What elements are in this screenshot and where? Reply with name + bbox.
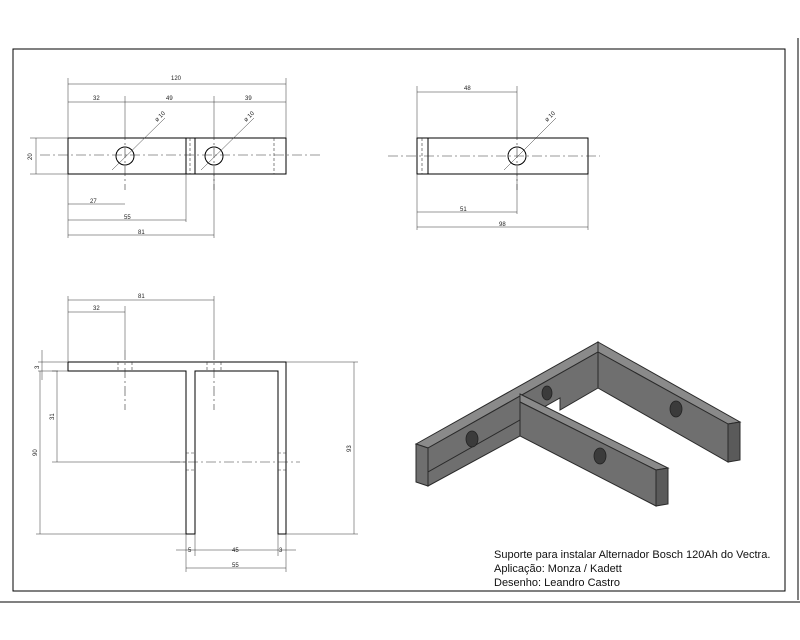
dim-side-hole-dia: ø 10 xyxy=(544,110,557,123)
dim-front-90: 90 xyxy=(33,449,39,456)
dim-front-32: 32 xyxy=(93,306,100,312)
dim-front-55: 55 xyxy=(232,563,239,569)
dim-front-93: 93 xyxy=(347,445,353,452)
dim-front-81: 81 xyxy=(138,294,145,300)
dim-49: 49 xyxy=(166,96,173,102)
isometric-view xyxy=(414,341,742,507)
dim-27: 27 xyxy=(90,199,97,205)
front-view: 81 32 3 31 90 93 5 45 3 55 xyxy=(33,294,358,572)
hole-right xyxy=(204,146,224,166)
iso-hole-1 xyxy=(465,430,479,448)
dim-side-48: 48 xyxy=(464,86,471,92)
dim-overall-120: 120 xyxy=(171,76,182,82)
dim-side-51: 51 xyxy=(460,207,467,213)
hole-left xyxy=(115,146,135,166)
dim-81: 81 xyxy=(138,230,145,236)
iso-hole-3 xyxy=(593,447,607,465)
drawing-frame xyxy=(12,48,786,592)
dim-front-45: 45 xyxy=(232,548,239,554)
dim-55: 55 xyxy=(124,215,131,221)
dim-front-5: 5 xyxy=(188,548,192,554)
dim-height-20: 20 xyxy=(28,153,34,160)
dim-front-3: 3 xyxy=(35,365,41,369)
dim-hole-dia-right: ø 10 xyxy=(243,110,256,123)
top-view-outline xyxy=(67,137,287,175)
dim-39: 39 xyxy=(245,96,252,102)
top-view: ø 10 ø 10 120 32 49 39 20 27 55 81 xyxy=(28,76,320,238)
dim-32: 32 xyxy=(93,96,100,102)
title-line-description: Suporte para instalar Alternador Bosch 1… xyxy=(494,549,771,561)
side-view-hole xyxy=(507,146,527,166)
iso-hole-4 xyxy=(669,400,683,418)
title-line-application: Aplicação: Monza / Kadett xyxy=(494,563,622,575)
title-block: Suporte para instalar Alternador Bosch 1… xyxy=(494,548,794,590)
title-line-author: Desenho: Leandro Castro xyxy=(494,577,620,589)
front-view-outline xyxy=(67,361,287,535)
side-view: ø 10 48 51 98 xyxy=(388,86,600,230)
dim-front-3-right: 3 xyxy=(279,548,283,554)
iso-hole-2 xyxy=(541,385,553,401)
dim-front-31: 31 xyxy=(50,413,56,420)
dim-side-98: 98 xyxy=(499,222,506,228)
dim-hole-dia-left: ø 10 xyxy=(154,110,167,123)
